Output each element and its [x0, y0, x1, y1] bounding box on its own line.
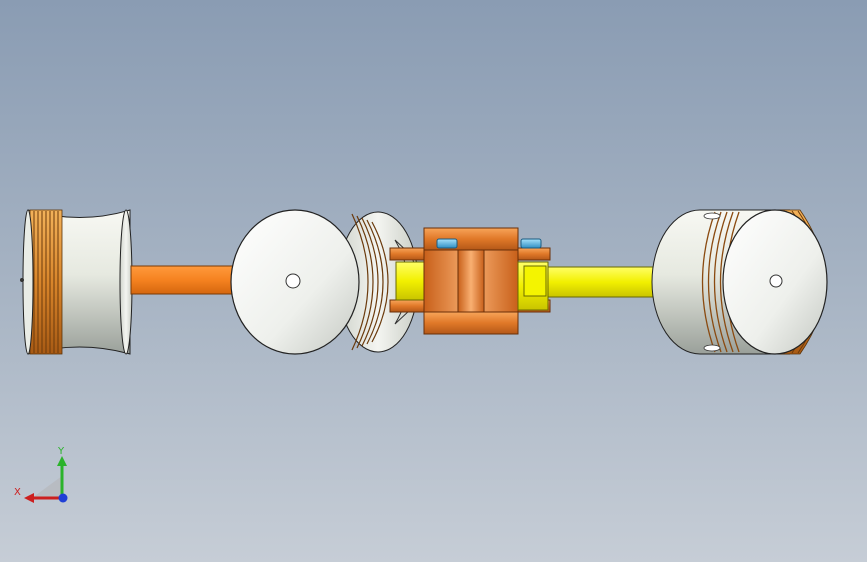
left-piston[interactable]	[20, 209, 133, 355]
bolt-right	[520, 238, 542, 249]
center-left-piston[interactable]	[230, 209, 419, 355]
z-axis-origin	[58, 493, 68, 503]
yellow-connecting-rod[interactable]	[517, 261, 657, 311]
bolt-left	[436, 238, 458, 249]
view-orientation-triad[interactable]: Y X	[12, 438, 82, 508]
left-connecting-rod[interactable]	[130, 265, 238, 295]
crankshaft-journal[interactable]	[423, 227, 519, 335]
piston-pin-hole	[285, 273, 301, 289]
y-axis-arrow	[57, 456, 67, 466]
right-piston[interactable]	[651, 209, 828, 355]
x-axis-arrow	[24, 493, 34, 503]
x-axis-label: X	[14, 487, 21, 498]
y-axis-label: Y	[57, 446, 65, 457]
